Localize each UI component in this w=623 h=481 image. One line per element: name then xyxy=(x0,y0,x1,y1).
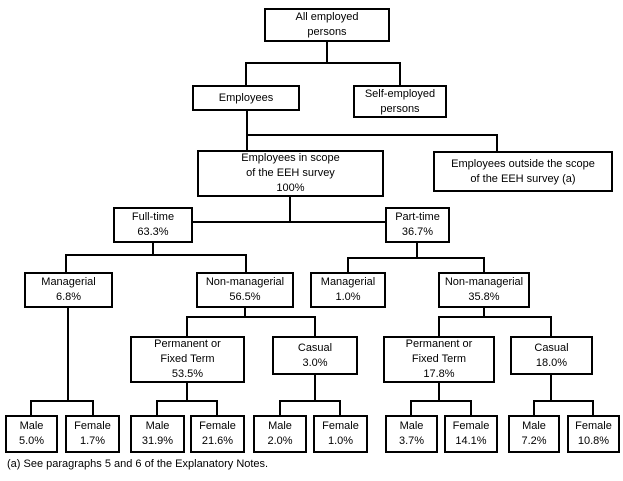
connector-employees xyxy=(246,111,498,152)
node-female-permanent-ft: Female 21.6% xyxy=(190,415,245,453)
node-value: 36.7% xyxy=(401,226,434,238)
node-value: 17.8% xyxy=(423,368,455,380)
node-value: 14.1% xyxy=(455,435,487,447)
node-label: Employees xyxy=(218,91,274,104)
node-label: Male xyxy=(19,420,44,432)
node-managerial-full-time: Managerial 6.8% xyxy=(24,272,113,308)
node-value: 31.9% xyxy=(141,435,174,447)
footnote: (a) See paragraphs 5 and 6 of the Explan… xyxy=(7,458,269,470)
connector-casual-ft xyxy=(279,375,341,415)
connector-all-employed xyxy=(245,42,401,85)
connector-part-time xyxy=(347,243,485,272)
node-casual-full-time: Casual 3.0% xyxy=(272,336,358,375)
node-value: 1.0% xyxy=(335,291,361,303)
connector-in-scope xyxy=(193,197,385,223)
node-value: 2.0% xyxy=(267,435,293,447)
node-female-casual-ft: Female 1.0% xyxy=(313,415,368,453)
node-value: 100% xyxy=(276,182,305,194)
node-label: Female xyxy=(452,420,490,432)
node-value: 56.5% xyxy=(229,291,261,303)
connector-permanent-ft xyxy=(156,383,218,415)
node-label: Female xyxy=(575,420,612,432)
node-value: 53.5% xyxy=(171,368,204,380)
node-female-permanent-pt: Female 14.1% xyxy=(444,415,498,453)
node-value: 3.0% xyxy=(302,356,328,369)
node-managerial-part-time: Managerial 1.0% xyxy=(310,272,386,308)
connector-non-managerial-pt xyxy=(438,308,552,336)
node-value: 1.0% xyxy=(327,435,354,447)
node-male-permanent-pt: Male 3.7% xyxy=(385,415,438,453)
node-value: 63.3% xyxy=(137,226,169,238)
connector-permanent-pt xyxy=(410,383,472,415)
node-label: Female xyxy=(199,420,236,432)
node-permanent-fixed-term-full-time: Permanent or Fixed Term 53.5% xyxy=(130,336,245,383)
connector-non-managerial-ft xyxy=(186,308,316,336)
node-label: Male xyxy=(399,420,424,432)
node-label: Male xyxy=(268,420,292,432)
node-label: Employees outside the scope of the EEH s… xyxy=(451,157,595,185)
node-label: Self-employed persons xyxy=(364,87,436,115)
node-male-managerial-ft: Male 5.0% xyxy=(5,415,58,453)
node-value: 5.0% xyxy=(18,435,45,447)
node-value: 35.8% xyxy=(468,291,500,303)
node-value: 3.7% xyxy=(398,435,425,447)
node-label: Male xyxy=(145,420,170,432)
node-value: 6.8% xyxy=(55,291,82,303)
node-label: Managerial xyxy=(320,276,376,288)
node-label: Female xyxy=(322,420,359,432)
node-label: Male xyxy=(522,420,546,432)
node-label: Employees in scope of the EEH survey xyxy=(241,152,340,179)
node-value: 7.2% xyxy=(521,435,547,447)
node-self-employed-persons: Self-employed persons xyxy=(353,85,447,118)
node-employees: Employees xyxy=(192,85,300,111)
node-employees-outside-scope: Employees outside the scope of the EEH s… xyxy=(433,151,613,192)
node-full-time: Full-time 63.3% xyxy=(113,207,193,243)
node-permanent-fixed-term-part-time: Permanent or Fixed Term 17.8% xyxy=(383,336,495,383)
node-value: 21.6% xyxy=(201,435,234,447)
connector-full-time xyxy=(65,243,247,272)
node-female-casual-pt: Female 10.8% xyxy=(567,415,620,453)
node-label: Casual xyxy=(534,341,569,354)
node-label: Managerial xyxy=(41,276,96,288)
node-value: 10.8% xyxy=(577,435,610,447)
node-value: 18.0% xyxy=(535,356,568,369)
node-label: Non-managerial xyxy=(444,276,524,288)
node-label: Casual xyxy=(297,341,333,354)
node-label: Non-managerial xyxy=(205,276,285,288)
node-male-permanent-ft: Male 31.9% xyxy=(130,415,185,453)
node-employees-in-scope: Employees in scope of the EEH survey 100… xyxy=(197,150,384,197)
node-value: 1.7% xyxy=(79,435,106,447)
node-non-managerial-full-time: Non-managerial 56.5% xyxy=(196,272,294,308)
node-label: Permanent or Fixed Term xyxy=(154,338,221,365)
node-label: Part-time xyxy=(395,211,440,223)
node-label: Female xyxy=(74,420,111,432)
node-label: Full-time xyxy=(131,211,175,223)
node-label: Permanent or Fixed Term xyxy=(405,338,473,365)
node-male-casual-pt: Male 7.2% xyxy=(508,415,560,453)
node-female-managerial-ft: Female 1.7% xyxy=(65,415,120,453)
node-male-casual-ft: Male 2.0% xyxy=(253,415,307,453)
node-label: All employed persons xyxy=(295,11,359,38)
node-non-managerial-part-time: Non-managerial 35.8% xyxy=(438,272,530,308)
connector-casual-pt xyxy=(533,375,594,415)
node-casual-part-time: Casual 18.0% xyxy=(510,336,593,375)
connector-managerial-ft xyxy=(30,308,94,415)
node-all-employed-persons: All employed persons xyxy=(264,8,390,42)
node-part-time: Part-time 36.7% xyxy=(385,207,450,243)
